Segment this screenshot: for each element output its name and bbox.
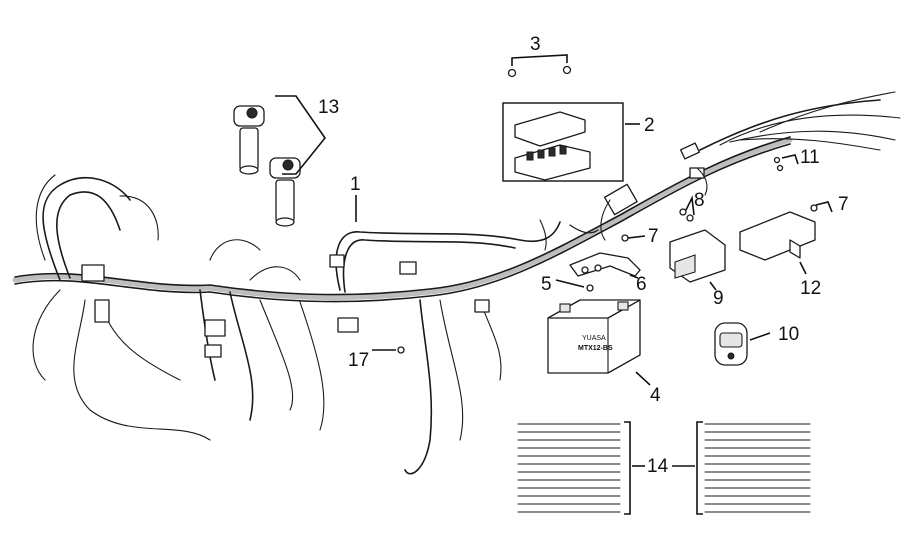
relay-unit bbox=[669, 229, 726, 283]
bracket bbox=[569, 252, 641, 277]
callout-2: 2 bbox=[644, 115, 655, 136]
callout-17: 17 bbox=[348, 350, 369, 371]
callout-1: 1 bbox=[350, 174, 361, 195]
callout-5: 5 bbox=[541, 274, 552, 295]
callout-6: 6 bbox=[636, 274, 647, 295]
leader-lines bbox=[275, 95, 833, 467]
callout-7-left: 7 bbox=[648, 226, 659, 247]
battery-brand-text: YUASA bbox=[582, 335, 606, 342]
battery-label-text: MTX12-BS bbox=[578, 345, 613, 352]
callout-12: 12 bbox=[800, 278, 821, 299]
fuse-box bbox=[502, 102, 624, 182]
callout-13: 13 bbox=[318, 97, 339, 118]
screws bbox=[507, 54, 572, 78]
remote-key-fob bbox=[714, 322, 748, 366]
callout-numbers: 1 2 3 4 5 6 7 7 8 9 10 11 12 13 14 17 bbox=[318, 34, 849, 477]
cable-ties-right bbox=[696, 421, 811, 515]
callout-14: 14 bbox=[647, 456, 669, 477]
callout-7-right: 7 bbox=[838, 194, 849, 215]
small-fasteners bbox=[397, 156, 818, 354]
callout-8: 8 bbox=[694, 190, 705, 211]
battery: MTX12-BS YUASA bbox=[547, 299, 641, 374]
callout-11: 11 bbox=[800, 147, 820, 168]
cable-ties-left bbox=[517, 421, 631, 515]
callout-4: 4 bbox=[650, 385, 661, 406]
wiring-harness bbox=[12, 91, 901, 475]
callout-10: 10 bbox=[778, 324, 799, 345]
control-module bbox=[739, 211, 816, 261]
ignition-coils bbox=[233, 105, 301, 227]
callout-9: 9 bbox=[713, 288, 724, 309]
callout-3: 3 bbox=[530, 34, 541, 55]
